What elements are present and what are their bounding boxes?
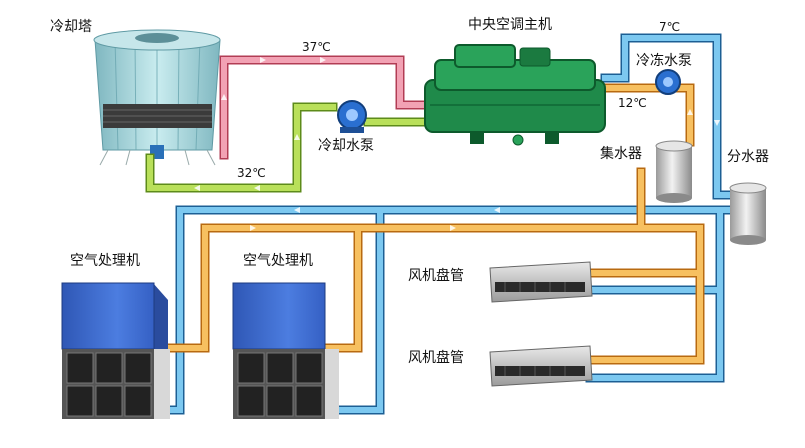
air-handling-unit-2 bbox=[232, 282, 339, 419]
cooling-pump-label: 冷却水泵 bbox=[318, 138, 374, 154]
hot-cooling-water-pipe bbox=[219, 55, 435, 160]
cooling-water-pump bbox=[337, 100, 367, 133]
cooling-tower-label: 冷却塔 bbox=[50, 19, 92, 35]
fcu-2-label: 风机盘管 bbox=[408, 350, 464, 366]
chilled-supply-temp: 7℃ bbox=[659, 20, 681, 34]
fan-coil-unit-1 bbox=[489, 261, 593, 303]
cold-cooling-water-pipe bbox=[145, 102, 435, 193]
collector-tank bbox=[655, 140, 693, 203]
air-handling-unit-1 bbox=[61, 282, 170, 419]
cooling-tower bbox=[93, 29, 221, 166]
ahu-2-label: 空气处理机 bbox=[243, 253, 313, 269]
flow-arrows bbox=[194, 57, 720, 231]
chiller-label: 中央空调主机 bbox=[468, 17, 552, 33]
distributor-tank bbox=[729, 182, 767, 245]
chilled-return-pipe bbox=[155, 83, 705, 365]
chiller-unit bbox=[424, 44, 606, 146]
fan-coil-unit-2 bbox=[489, 345, 593, 387]
distributor-label: 分水器 bbox=[727, 149, 769, 165]
chilled-water-pump bbox=[655, 69, 681, 95]
ahu-1-label: 空气处理机 bbox=[70, 253, 140, 269]
collector-label: 集水器 bbox=[600, 146, 642, 162]
fcu-1-label: 风机盘管 bbox=[408, 268, 464, 284]
cold-cooling-temp: 32℃ bbox=[237, 166, 266, 180]
chilled-return-temp: 12℃ bbox=[618, 96, 647, 110]
hot-cooling-temp: 37℃ bbox=[302, 40, 331, 54]
chilled-pump-label: 冷冻水泵 bbox=[636, 53, 692, 69]
